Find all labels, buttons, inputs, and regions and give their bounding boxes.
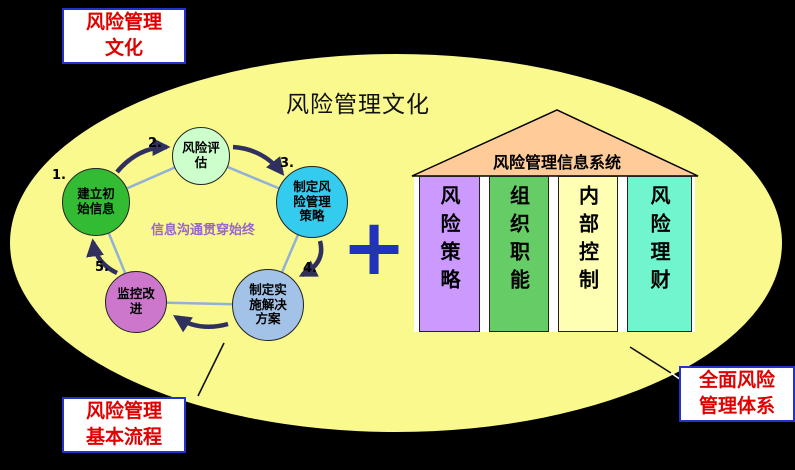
step-number-3: 3. [280,156,294,171]
callout-line: 文化 [104,37,143,59]
step-label-line: 施解决 [249,296,287,312]
step-label-line: 方案 [255,311,281,327]
pillar-internal-control: 内部控制 [558,176,618,332]
process-step-2: 风险评 估 [172,127,230,185]
process-step-4: 制定实 施解决 方案 [232,269,304,341]
step-label-line: 估 [194,155,208,170]
step-number-2: 2. [148,136,162,151]
callout-line: 全面风险 [698,369,775,392]
step-label-line: 险管理 [293,193,331,209]
step-label-line: 监控改 [117,286,155,302]
callout-line: 管理体系 [698,395,775,417]
step-number-1: 1. [52,168,66,183]
callout-line: 风险管理 [85,400,162,423]
process-step-3: 制定风 险管理 策略 [276,166,348,238]
pillar-risk-strategy: 风险策略 [419,176,480,332]
pillar-risk-financing: 风险理财 [627,176,692,332]
step-number-5: 5. [95,260,109,275]
pillar-organization: 组织职能 [489,176,549,332]
plus-sign: + [341,203,407,293]
process-step-1: 建立初 始信息 [62,168,130,236]
step-label-line: 策略 [299,208,325,224]
process-center-label: 信息沟通贯穿始终 [150,223,255,238]
callout-risk-management-culture: 风险管理 文化 [62,8,186,64]
step-label-line: 进 [129,301,143,316]
callout-basic-process: 风险管理 基本流程 [62,397,186,453]
callout-overall-system: 全面风险 管理体系 [679,366,795,422]
step-label-line: 风险评 [182,140,220,156]
pillar-label: 风险理财 [647,185,671,297]
callout-line: 风险管理 [85,11,162,34]
step-label-line: 建立初 [77,186,115,202]
pillar-label: 风险策略 [437,185,461,297]
step-label-line: 制定风 [293,178,331,194]
step-label-line: 制定实 [249,281,287,297]
house-roof-title: 风险管理信息系统 [492,153,621,172]
callout-line: 基本流程 [85,426,162,448]
step-label-line: 始信息 [77,201,115,216]
pillar-label: 内部控制 [575,185,600,297]
culture-ellipse-title: 风险管理文化 [286,92,430,118]
process-step-5: 监控改 进 [105,271,167,333]
pillar-label: 组织职能 [506,185,531,297]
step-number-4: 4. [303,261,317,276]
